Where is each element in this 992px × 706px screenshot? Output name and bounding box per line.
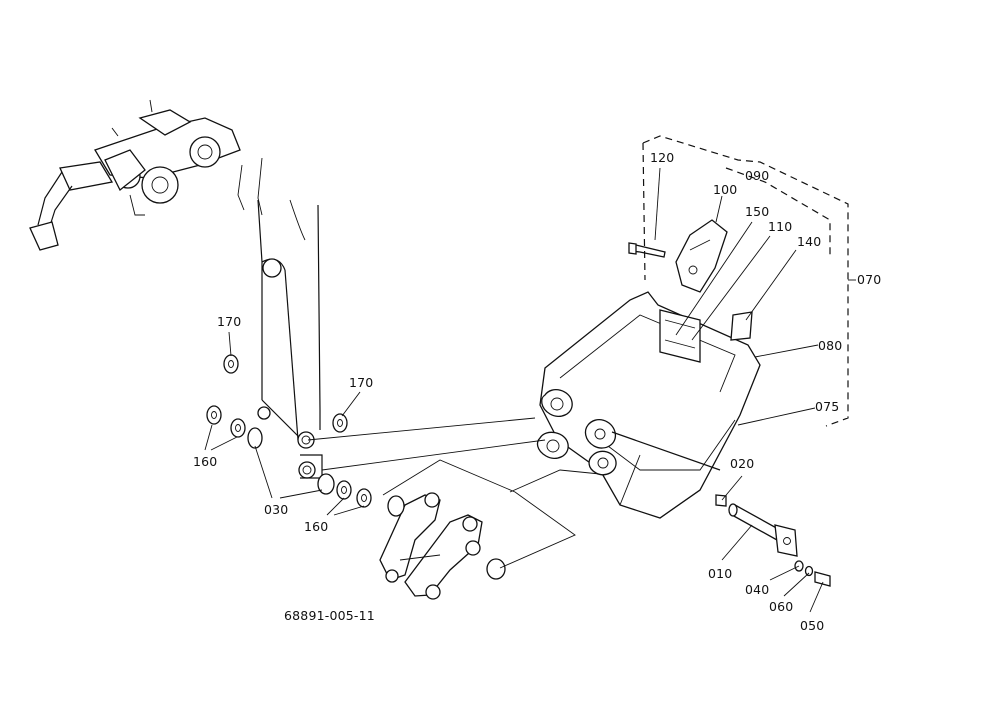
main-pin <box>728 503 798 557</box>
group-090-bracket <box>725 167 831 258</box>
callout-160-bottom: 160 <box>304 519 328 534</box>
callout-040: 040 <box>745 582 769 597</box>
leader-lines <box>204 167 856 613</box>
callout-labels: 120 100 090 150 110 140 070 080 075 020 … <box>193 150 881 633</box>
callout-075: 075 <box>815 399 839 414</box>
callout-090: 090 <box>745 168 769 183</box>
callout-150: 150 <box>745 204 769 219</box>
callout-030: 030 <box>264 502 288 517</box>
callout-010: 010 <box>708 566 732 581</box>
drawing-number: 68891-005-11 <box>284 608 375 623</box>
washer-bolt-set <box>794 560 831 587</box>
callout-060: 060 <box>769 599 793 614</box>
callout-110: 110 <box>768 219 792 234</box>
callout-080: 080 <box>818 338 842 353</box>
link-leader-box <box>382 459 576 569</box>
callout-140: 140 <box>797 234 821 249</box>
link-leader-box-2 <box>509 469 611 493</box>
dipper-arm <box>237 157 323 479</box>
group-070-bracket <box>642 135 849 427</box>
callout-170-right: 170 <box>349 375 373 390</box>
left-washers <box>206 354 372 508</box>
bucket <box>536 291 761 519</box>
callout-070: 070 <box>857 272 881 287</box>
callout-120: 120 <box>650 150 674 165</box>
bucket-tooth <box>675 219 728 293</box>
callout-100: 100 <box>713 182 737 197</box>
callout-170-left: 170 <box>217 314 241 329</box>
tractor-thumbnail <box>29 99 241 251</box>
group-lower-bracket <box>642 142 646 281</box>
callout-160-left: 160 <box>193 454 217 469</box>
bucket-link <box>379 492 506 600</box>
tooth-pin <box>628 242 666 258</box>
callout-050: 050 <box>800 618 824 633</box>
callout-020: 020 <box>730 456 754 471</box>
